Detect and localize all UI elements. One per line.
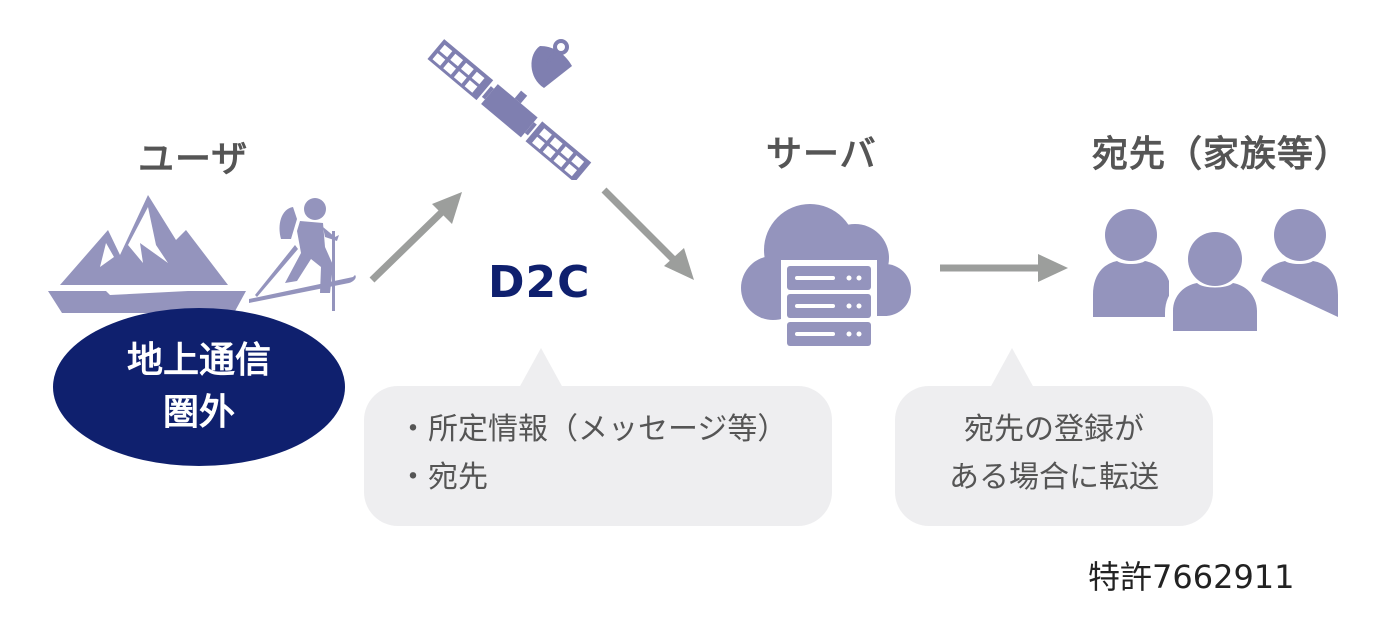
patent-number: 特許7662911 xyxy=(1088,558,1295,596)
bubble-tail xyxy=(519,348,563,388)
server-title: サーバ xyxy=(766,134,877,175)
mountain-icon xyxy=(48,195,246,313)
recipient-title: 宛先（家族等） xyxy=(1092,134,1352,175)
d2c-label: D2C xyxy=(488,257,591,308)
bubble-item: ・所定情報（メッセージ等） xyxy=(398,412,788,447)
bubble-tail xyxy=(990,348,1034,388)
forward-condition-line2: ある場合に転送 xyxy=(949,460,1159,495)
arrow-user-to-satellite xyxy=(369,192,462,283)
cloud-server-icon xyxy=(741,204,911,350)
skier-icon xyxy=(249,198,356,311)
people-group-icon xyxy=(1093,209,1338,335)
out-of-range-badge: 地上通信 圏外 xyxy=(53,308,345,466)
out-of-range-line2: 圏外 xyxy=(162,392,235,433)
satellite-icon xyxy=(427,39,592,180)
forward-condition-line1: 宛先の登録が xyxy=(964,412,1144,447)
d2c-contents-bubble: ・所定情報（メッセージ等） ・宛先 xyxy=(364,348,832,526)
arrow-server-to-recipient xyxy=(940,254,1068,282)
out-of-range-line1: 地上通信 xyxy=(126,340,271,381)
forward-condition-bubble: 宛先の登録が ある場合に転送 xyxy=(895,348,1213,526)
arrow-satellite-to-server xyxy=(601,187,694,280)
bubble-item: ・宛先 xyxy=(398,460,488,495)
user-title: ユーザ xyxy=(138,139,249,180)
